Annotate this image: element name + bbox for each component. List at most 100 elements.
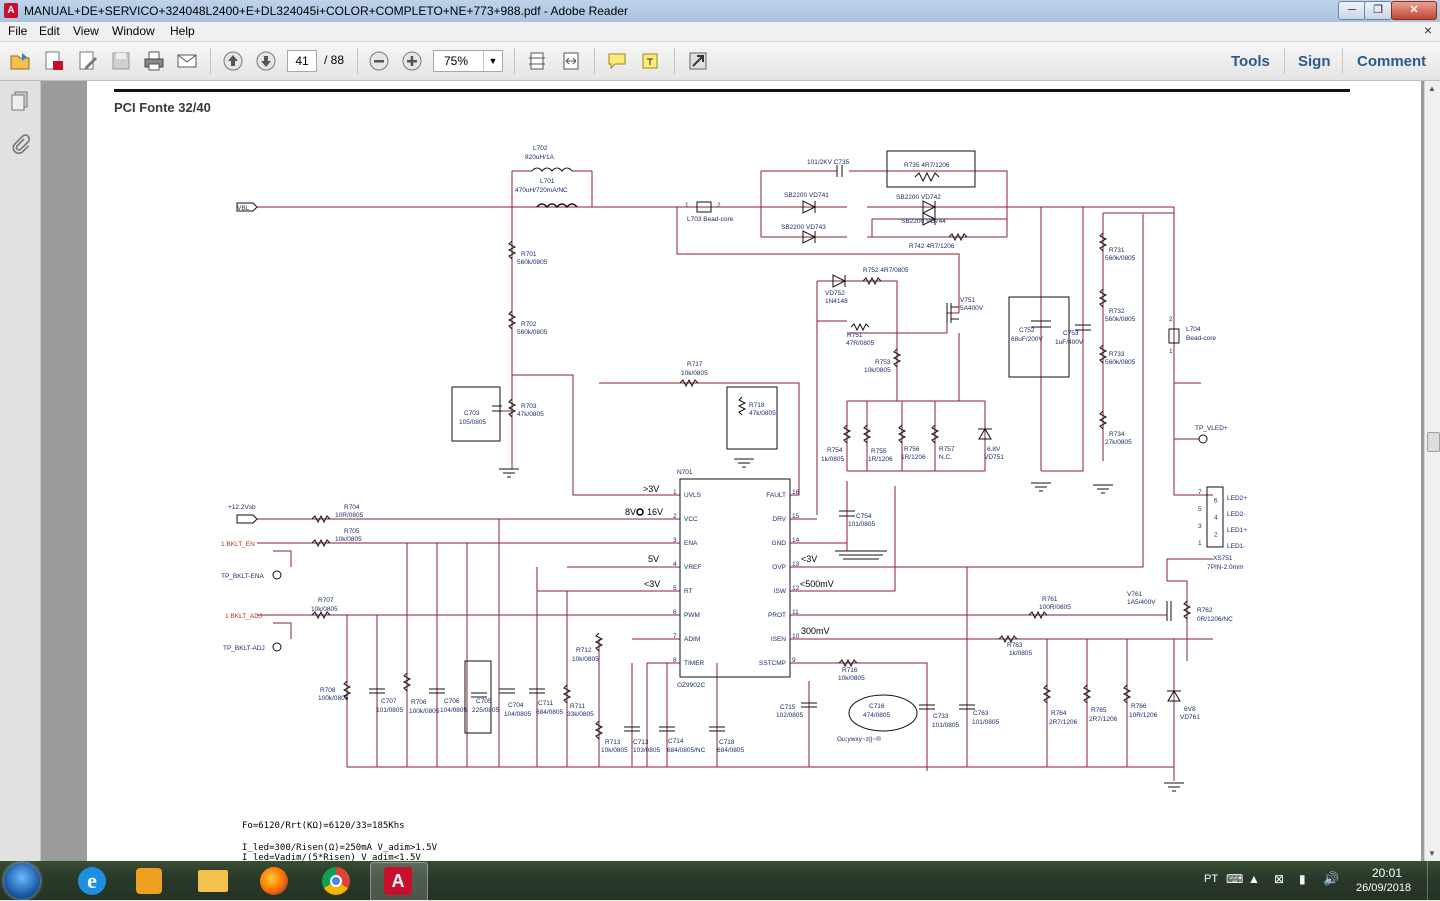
- ic-pin-number: 7: [673, 633, 677, 640]
- media-player-icon: [136, 868, 162, 894]
- fit-page-icon[interactable]: [525, 49, 549, 73]
- ic-pin-name: FAULT: [766, 492, 786, 499]
- taskbar-firefox[interactable]: [247, 862, 303, 899]
- menu-view[interactable]: View: [73, 24, 99, 38]
- label-r702: R702: [521, 321, 537, 328]
- chevron-down-icon[interactable]: ▼: [483, 51, 502, 71]
- keyboard-icon[interactable]: ⌨: [1226, 872, 1244, 886]
- label-r718: R718: [749, 402, 765, 409]
- save-icon[interactable]: [109, 49, 133, 73]
- ic-pin-number: 14: [792, 537, 800, 544]
- menu-edit[interactable]: Edit: [39, 24, 60, 38]
- label-r757: R757: [939, 446, 955, 453]
- close-button[interactable]: ✕: [1391, 1, 1437, 20]
- windows-taskbar: e A PT ⌨ ▲ ⊠ ▮ 🔊 20:01 26/09/2018: [0, 861, 1440, 901]
- net-tp-bklt-adj: TP_BKLT-ADJ: [223, 645, 265, 652]
- label-led1p: LED1+: [1227, 527, 1247, 534]
- sticky-note-icon[interactable]: [605, 49, 629, 73]
- taskbar-internet-explorer[interactable]: e: [64, 862, 120, 899]
- ic-pin-number: 2: [673, 513, 677, 520]
- value-c733: 101/0805: [932, 722, 959, 729]
- value-r753: 10k/0805: [864, 367, 891, 374]
- open-icon[interactable]: [8, 49, 32, 73]
- scroll-down-icon[interactable]: ▼: [1428, 849, 1436, 858]
- label-v761: V761: [1127, 591, 1143, 598]
- zoom-select[interactable]: 75% ▼: [433, 50, 503, 72]
- value-r702: 560k/0805: [517, 329, 548, 336]
- ic-pin-name: RT: [684, 588, 693, 595]
- value-vd761: VD761: [1180, 714, 1200, 721]
- start-button[interactable]: [4, 863, 40, 899]
- previous-page-icon[interactable]: [221, 49, 245, 73]
- label-r708: R708: [320, 687, 336, 694]
- print-icon[interactable]: [142, 49, 166, 73]
- ic-pin-name: UVLS: [684, 492, 702, 499]
- menu-window[interactable]: Window: [112, 24, 155, 38]
- label-r732: R732: [1109, 308, 1125, 315]
- show-desktop-button[interactable]: [1427, 861, 1440, 900]
- attachment-icon[interactable]: [9, 133, 31, 160]
- value-c706: 104/0805: [440, 707, 467, 714]
- edit-pdf-icon[interactable]: [76, 49, 100, 73]
- close-document-icon[interactable]: ×: [1423, 22, 1432, 38]
- vertical-scrollbar[interactable]: ▲ ▼: [1424, 81, 1440, 861]
- label-r701: R701: [521, 251, 537, 258]
- document-view[interactable]: PCI Fonte 32/40: [41, 81, 1424, 861]
- chevron-up-icon[interactable]: ▲: [1248, 872, 1260, 886]
- page-thumbnails-icon[interactable]: [9, 90, 31, 117]
- ic-pin-number: 9: [792, 657, 796, 664]
- page-total: / 88: [324, 53, 345, 67]
- value-c715: 102/0805: [776, 712, 803, 719]
- annotation-rt: <3V: [644, 579, 660, 589]
- clock-time[interactable]: 20:01: [1372, 866, 1403, 880]
- minimize-button[interactable]: ─: [1338, 1, 1366, 20]
- expand-icon[interactable]: [686, 49, 710, 73]
- label-vd742: SB2200 VD742: [896, 194, 941, 201]
- scrollbar-thumb[interactable]: [1427, 432, 1440, 452]
- taskbar-file-explorer[interactable]: [186, 862, 242, 899]
- tools-button[interactable]: Tools: [1231, 53, 1270, 70]
- zoom-out-icon[interactable]: [367, 49, 391, 73]
- value-vd751: VD751: [984, 454, 1004, 461]
- volume-icon[interactable]: 🔊: [1323, 871, 1340, 886]
- folder-icon: [198, 870, 228, 892]
- taskbar-chrome[interactable]: [308, 862, 364, 899]
- value-r762: 0R/1206/NC: [1197, 616, 1233, 623]
- sign-button[interactable]: Sign: [1298, 53, 1331, 70]
- signal-icon[interactable]: ▮: [1299, 872, 1306, 886]
- ic-pin-number: 11: [792, 609, 799, 616]
- menu-file[interactable]: File: [8, 24, 28, 38]
- toolbar-separator: [210, 48, 211, 74]
- value-c718: 684/0805: [717, 747, 744, 754]
- taskbar-adobe-reader[interactable]: A: [370, 862, 428, 901]
- label-r707: R707: [318, 597, 334, 604]
- adobe-reader-icon: A: [384, 867, 412, 895]
- fit-width-icon[interactable]: [559, 49, 583, 73]
- menu-help[interactable]: Help: [170, 24, 195, 38]
- highlight-icon[interactable]: [638, 49, 662, 73]
- clock-date[interactable]: 26/09/2018: [1356, 882, 1412, 894]
- value-r708: 100k/0805: [318, 695, 349, 702]
- value-r757: N.C.: [939, 454, 952, 461]
- label-r755: R755: [871, 448, 887, 455]
- ic-pin-name: PWM: [684, 612, 700, 619]
- label-r766: R766: [1131, 703, 1147, 710]
- maximize-button[interactable]: ❐: [1364, 1, 1392, 20]
- value-r755: 1R/1206: [868, 456, 893, 463]
- header-rule: [114, 89, 1350, 92]
- label-c735: 101/2KV C735: [807, 159, 850, 166]
- zoom-in-icon[interactable]: [400, 49, 424, 73]
- label-r716: R716: [842, 667, 858, 674]
- value-r718: 47k/0805: [749, 410, 776, 417]
- email-icon[interactable]: [175, 49, 199, 73]
- next-page-icon[interactable]: [254, 49, 278, 73]
- create-pdf-icon[interactable]: [42, 49, 66, 73]
- scroll-up-icon[interactable]: ▲: [1428, 84, 1436, 93]
- label-l704: L704: [1186, 326, 1201, 333]
- ic-pin-name: VREF: [684, 564, 701, 571]
- comment-button[interactable]: Comment: [1357, 53, 1427, 70]
- taskbar-media-player[interactable]: [122, 862, 178, 899]
- language-indicator[interactable]: PT: [1204, 873, 1219, 885]
- network-error-icon[interactable]: ⊠: [1274, 872, 1285, 886]
- page-number-input[interactable]: 41: [287, 50, 317, 72]
